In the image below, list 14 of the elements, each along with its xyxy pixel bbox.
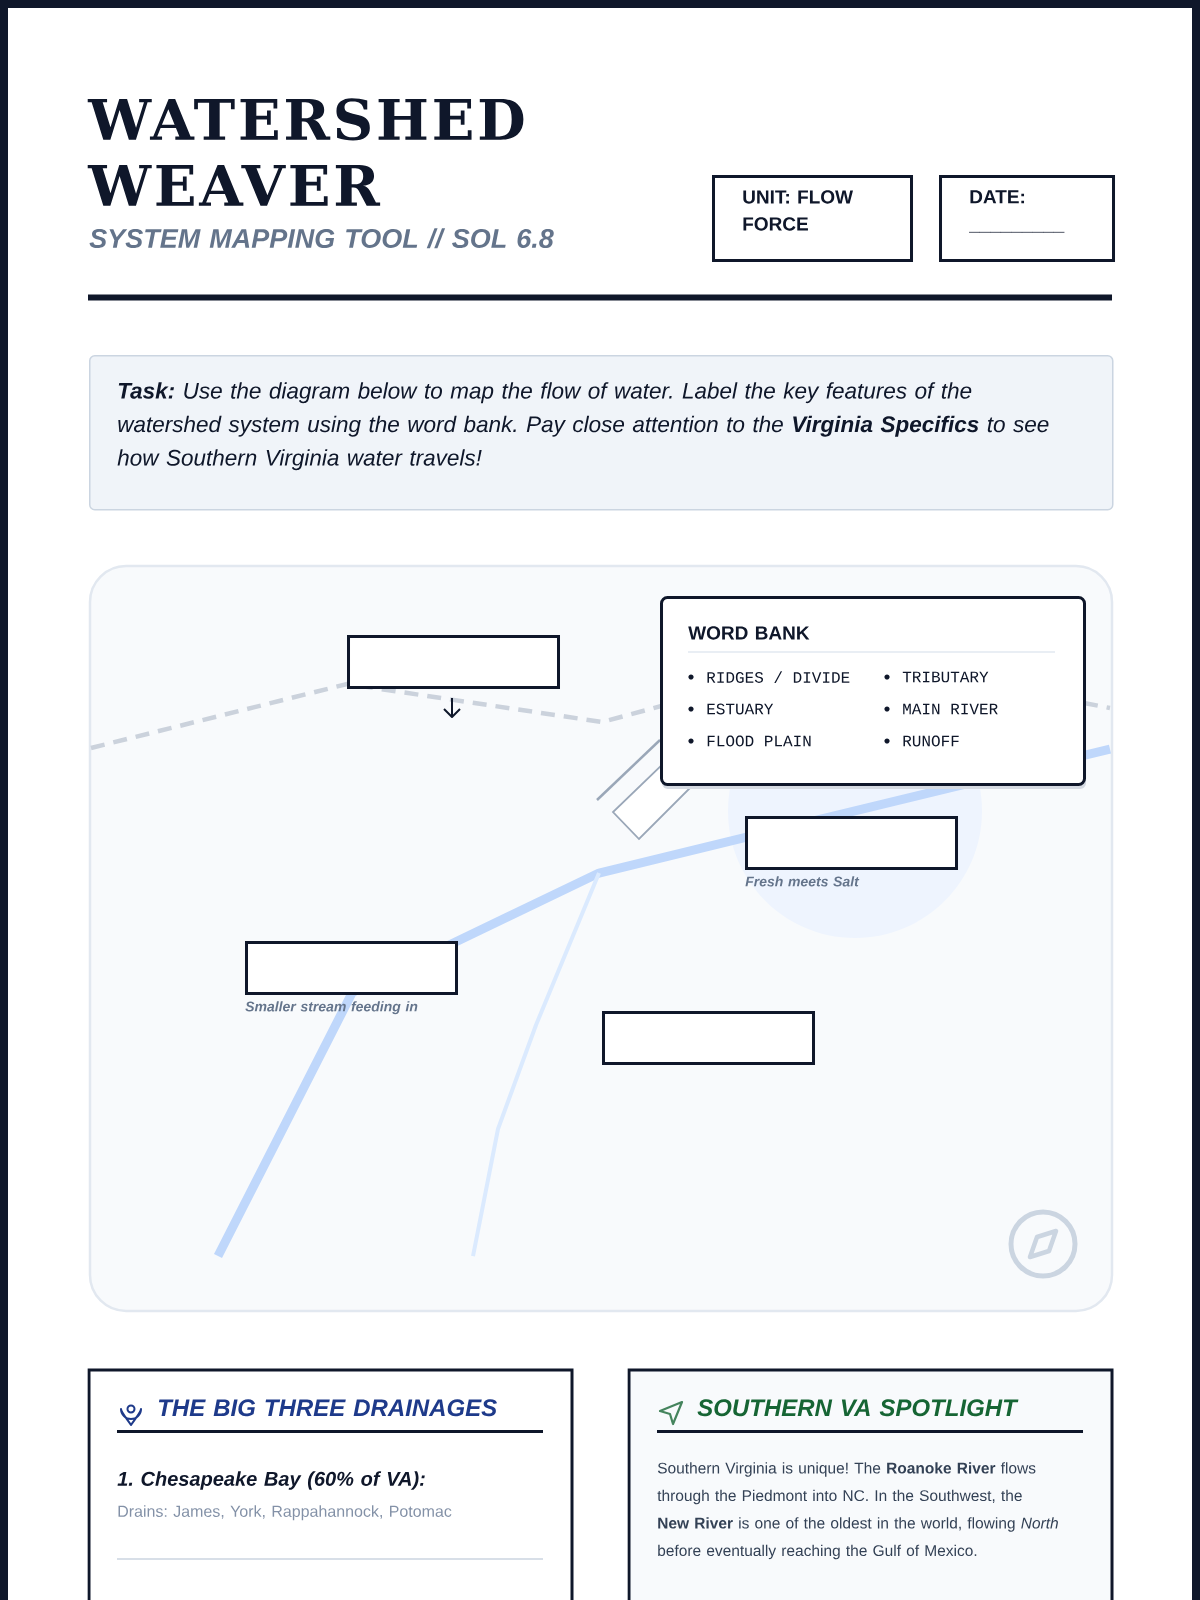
paragraph: Southern Virginia is unique! The Roanoke River flows through the Piedmont into NC. In the Southwest, the New River is one of the oldest in the world, flowing North before eventually reaching the Gulf of Mexico. — [657, 1462, 1058, 1560]
subtitle: SYSTEM MAPPING TOOL // SOL 6.8 — [89, 228, 554, 249]
box-label: Smaller stream feeding in — [245, 1001, 418, 1015]
answer-box — [602, 1011, 815, 1065]
label-box: UNIT: FLOW FORCE — [712, 175, 913, 262]
task-box: Task: Use the diagram below to map the flow of water. Label the key features of the watershed system using the word bank. Pay close attention to the Virginia Specifics to see how Southern Virginia water travels! — [89, 355, 1114, 511]
answer-box — [347, 635, 560, 689]
drainage-name: 1. Chesapeake Bay (60% of VA): — [117, 1471, 425, 1490]
box-label: Fresh meets Salt — [745, 876, 860, 887]
card-heading: SOUTHERN VA SPOTLIGHT — [697, 1399, 1019, 1417]
title: WATERSHED WEAVER — [87, 98, 524, 206]
label-box: DATE: _________ — [939, 175, 1115, 262]
card-heading: THE BIG THREE DRAINAGES — [158, 1399, 497, 1417]
drainage-rivers: Drains: James, York, Rappahannock, Potomac — [118, 1505, 452, 1521]
